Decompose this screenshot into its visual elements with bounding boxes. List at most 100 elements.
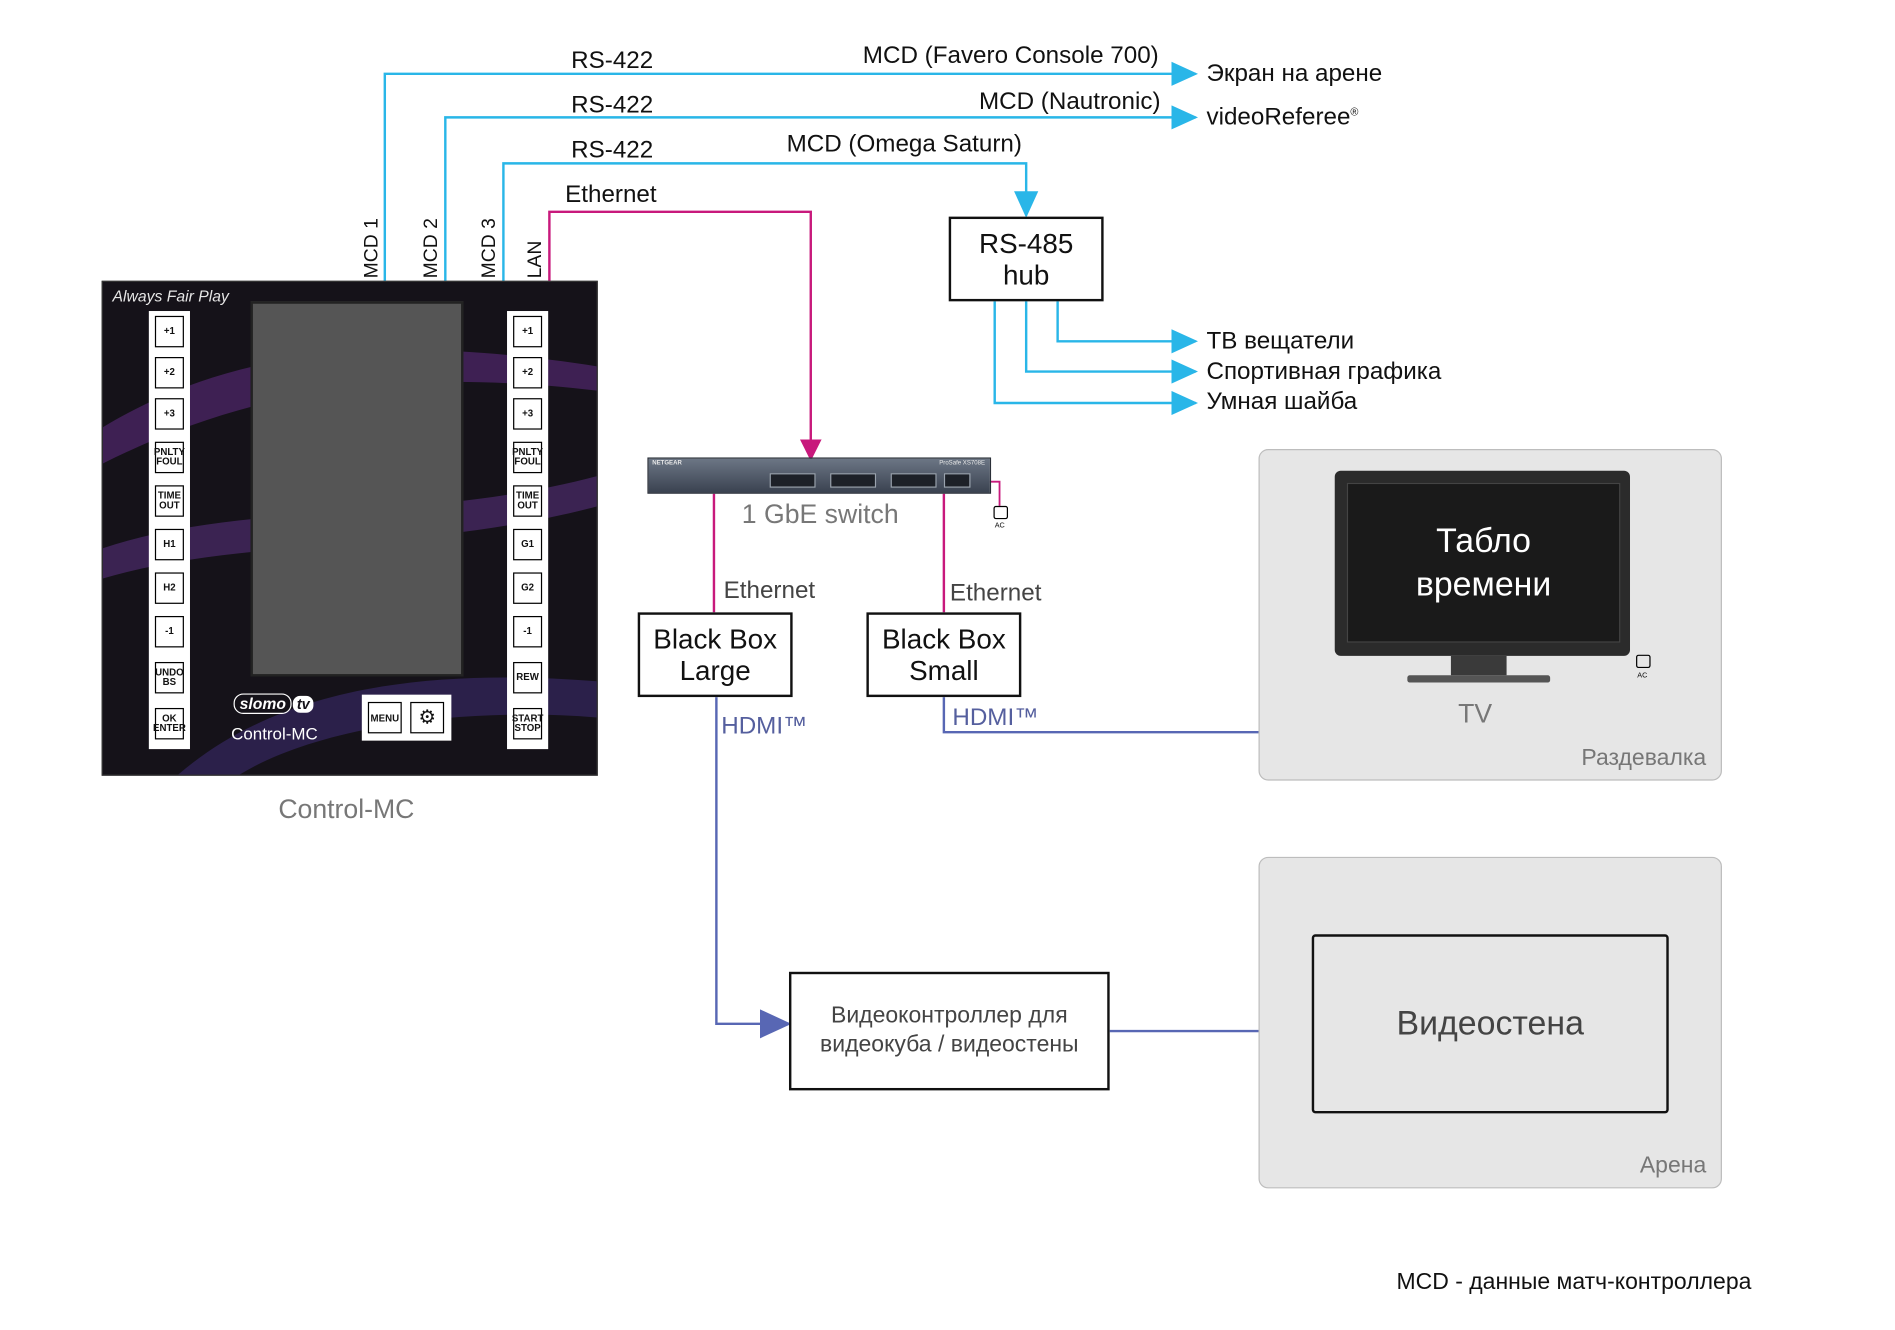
slomo-logo: slomo tv [233,693,314,715]
rs422-label-3: RS-422 [571,136,654,164]
port-mcd1-label: MCD 1 [361,218,383,279]
bb-small-line1: Black Box [881,622,1006,655]
black-box-small: Black Box Small [866,612,1022,698]
mcd-omega-label: MCD (Omega Saturn) [786,130,1022,158]
left-key-6[interactable]: H2 [154,572,184,604]
tv-stand [1407,675,1551,683]
switch-label: 1 GbE switch [741,498,899,529]
switch-ports-1 [769,473,816,488]
dest-tv-broadcasters: ТВ вещатели [1206,327,1355,355]
hub-line1: RS-485 [978,226,1074,259]
dest-smart-puck: Умная шайба [1206,388,1358,416]
slomo-logo-tv: tv [293,695,314,713]
switch-ports-3 [890,473,937,488]
locker-room-label: Раздевалка [1581,745,1707,771]
mcd-nautronic-label: MCD (Nautronic) [978,88,1161,115]
tv-screen-line2: времени [1415,565,1552,603]
mcd-footnote: MCD - данные матч-контроллера [1396,1269,1752,1295]
rs422-wire-2 [444,105,1198,281]
bb-small-line2: Small [909,654,979,687]
bb-large-line2: Large [679,654,751,687]
black-box-large: Black Box Large [637,612,793,698]
ethernet-label-top: Ethernet [565,181,657,209]
panel-menu-group: MENU ⚙ [361,694,452,741]
tv-monitor: Табло времени [1334,470,1631,656]
settings-gear-icon[interactable]: ⚙ [410,701,445,734]
bb-large-line1: Black Box [653,622,778,655]
switch-brand: NETGEAR [652,459,682,468]
menu-button[interactable]: MENU [367,701,402,734]
tv-screen: Табло времени [1346,482,1621,643]
arena-zone: Видеостена Арена [1258,856,1722,1189]
port-lan-label: LAN [525,240,546,279]
dest-sport-graphics: Спортивная графика [1206,358,1442,385]
hdmi-wire-large [715,697,792,1039]
tv-label: TV [1458,698,1493,729]
panel-model-label: Control-MC [231,723,318,744]
control-mc-caption: Control-MC [278,793,415,825]
switch-model: ProSafe XS708E [939,459,986,468]
arena-label: Арена [1639,1153,1707,1179]
dest-videoreferee: videoReferee® [1206,105,1358,129]
videocontroller-line2: видеокуба / видеостены [820,1032,1079,1058]
rs422-wire-1 [383,61,1198,281]
tv-neck [1450,655,1507,676]
slomo-logo-text: slomo [233,693,292,715]
locker-room-zone: Табло времени TV AC Раздевалка [1258,448,1722,781]
hub-wire-graphics [1024,300,1198,384]
hub-line2: hub [1002,258,1050,291]
right-key-3[interactable]: PNLTY FOUL [512,441,543,474]
tv-ac-label: AC [1637,672,1648,681]
right-key-5[interactable]: G1 [513,528,543,561]
videowall-box: Видеостена [1311,934,1669,1114]
left-key-2[interactable]: +3 [154,398,184,430]
panel-display [250,301,464,677]
right-key-4[interactable]: TIME OUT [513,485,543,517]
rs485-hub-box: RS-485 hub [948,216,1104,302]
ethernet-label-small: Ethernet [949,579,1042,607]
port-mcd3-label: MCD 3 [479,218,500,279]
hdmi-label-small: HDMI™ [952,704,1039,731]
videowall-label: Видеостена [1396,1004,1584,1042]
switch-ac-label: AC [994,522,1005,531]
rs422-label-2: RS-422 [571,91,654,119]
left-key-7[interactable]: -1 [154,615,184,648]
right-key-6[interactable]: G2 [513,572,543,604]
switch-ports-sfp [943,473,971,488]
registered-mark: ® [1350,105,1359,118]
hub-wire-puck [993,300,1198,416]
right-key-8[interactable]: REW [513,661,543,694]
right-key-1[interactable]: +2 [513,357,543,389]
left-key-0[interactable]: +1 [154,315,184,348]
panel-tagline: Always Fair Play [112,286,229,305]
left-key-5[interactable]: H1 [154,528,184,561]
port-mcd2-label: MCD 2 [421,218,442,279]
hdmi-label-large: HDMI™ [721,712,808,740]
videocontroller-line1: Видеоконтроллер для [830,1003,1068,1029]
left-key-4[interactable]: TIME OUT [154,485,184,517]
ethernet-wire-lan [548,210,822,462]
mcd-favero-label: MCD (Favero Console 700) [862,42,1159,69]
right-key-7[interactable]: -1 [513,615,543,648]
gbe-switch: NETGEAR ProSafe XS708E [647,457,992,494]
right-key-2[interactable]: +3 [513,398,543,430]
left-key-8[interactable]: UNDO BS [154,661,184,694]
videocontroller-box: Видеоконтроллер для видеокуба / видеосте… [788,971,1110,1091]
switch-ac-wire [989,480,1001,506]
ethernet-label-large: Ethernet [723,577,816,604]
left-key-3[interactable]: PNLTY FOUL [154,441,185,474]
tv-plug-icon [1636,654,1651,669]
switch-ports-2 [830,473,877,488]
dest-arena-screen: Экран на арене [1206,60,1383,88]
switch-plug-icon [993,505,1009,520]
left-key-9[interactable]: OK ENTER [153,707,186,740]
right-key-0[interactable]: +1 [513,315,543,348]
left-key-1[interactable]: +2 [154,357,184,389]
rs422-wire-3 [502,162,1039,281]
hub-wire-tv [1056,300,1198,354]
right-key-9[interactable]: START STOP [512,707,543,740]
